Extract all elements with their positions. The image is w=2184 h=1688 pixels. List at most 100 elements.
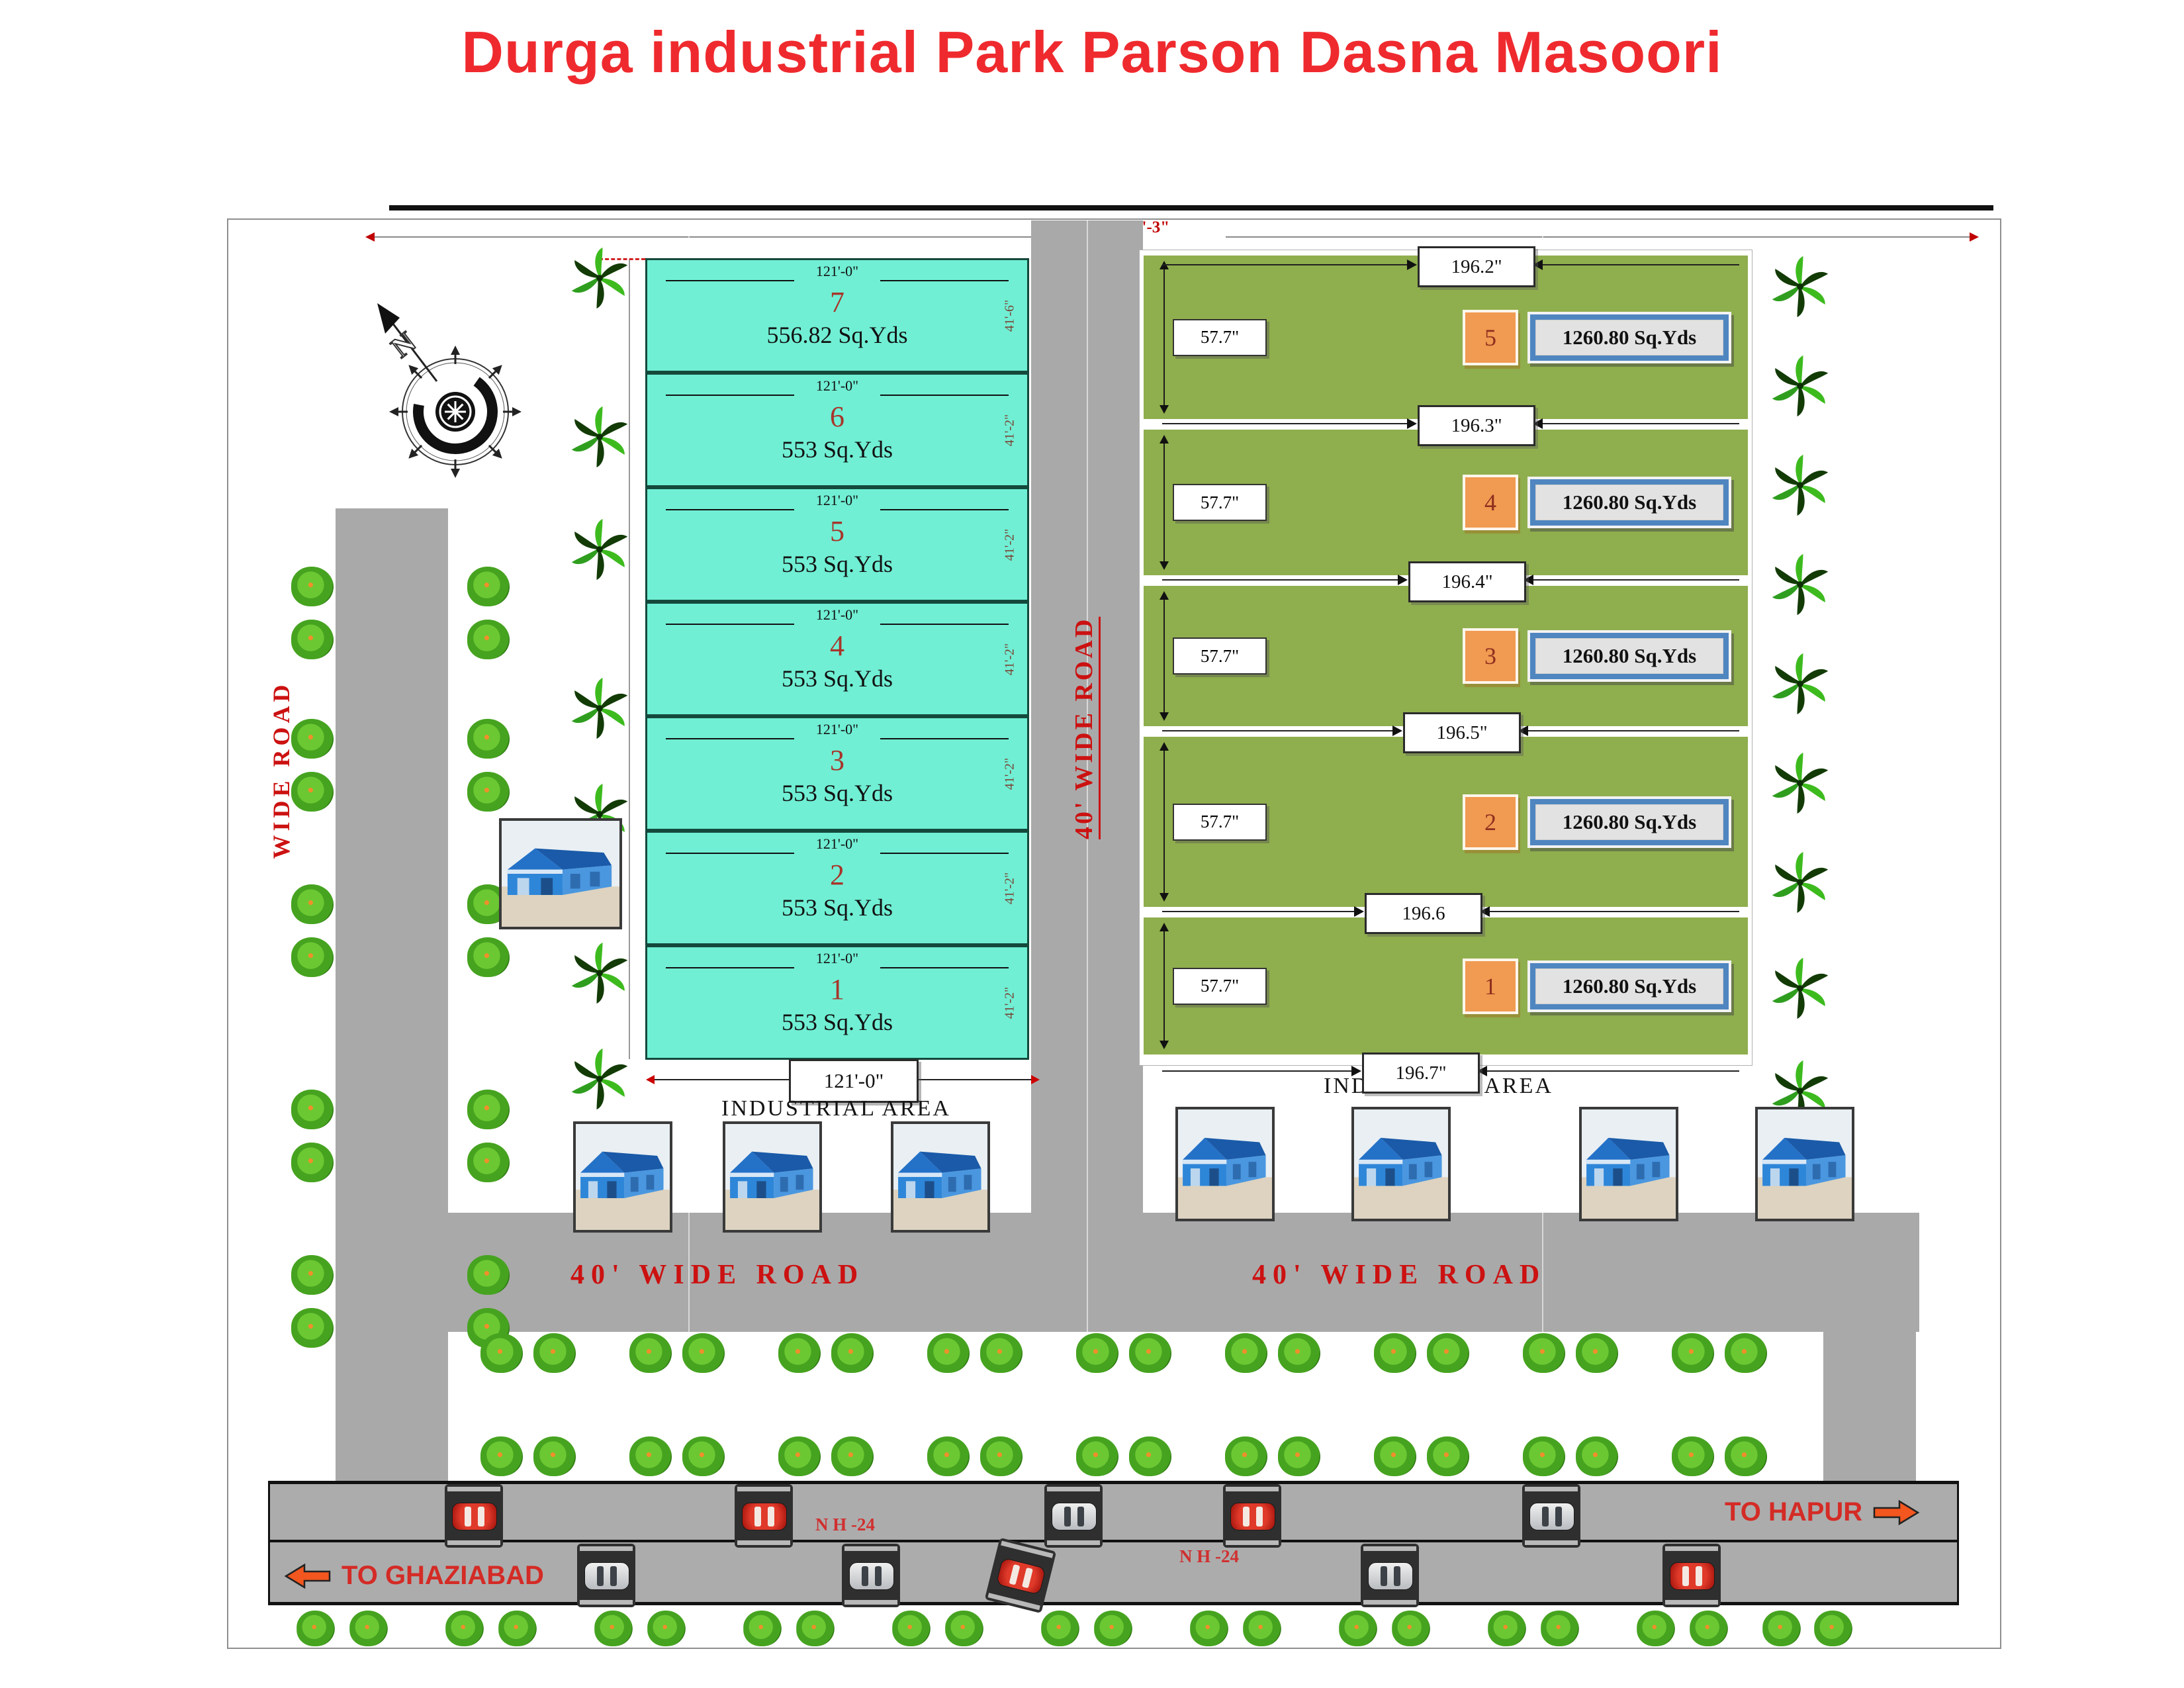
dim-arrow-up (1160, 591, 1169, 600)
plot-side-dim-line (1163, 439, 1165, 566)
green-dimension-box: 196.5" (1403, 712, 1521, 753)
silver-car-icon (849, 1562, 894, 1590)
bush-tree-icon (647, 1611, 686, 1646)
green-dim-line (1542, 264, 1739, 265)
bush-tree-icon (1541, 1611, 1579, 1646)
plot-area: 553 Sq.Yds (781, 894, 893, 921)
bush-tree-icon (291, 937, 334, 977)
horizontal-road-label-right: 40' WIDE ROAD (1252, 1260, 1547, 1290)
nh24-label-top: N H -24 (815, 1515, 875, 1534)
to-ghaziabad-label: TO GHAZIABAD (341, 1561, 544, 1590)
bush-tree-icon (533, 1333, 576, 1373)
road-stripe (1047, 1540, 1100, 1545)
road-stripe (1363, 1600, 1416, 1605)
red-car-icon (1670, 1562, 1715, 1590)
to-ghaziabad-sign: TO GHAZIABAD (283, 1561, 544, 1591)
plot-area: 1260.80 Sq.Yds (1535, 804, 1723, 840)
car-window (1064, 1507, 1071, 1526)
green-dimension-box: 196.7" (1362, 1053, 1480, 1094)
bush-tree-icon (1725, 1333, 1767, 1373)
palm-tree-icon (571, 247, 628, 309)
bush-tree-icon (467, 937, 510, 977)
bush-tree-icon (1427, 1333, 1469, 1373)
bush-tree-icon (629, 1333, 672, 1373)
palm-tree-icon (571, 518, 628, 581)
red-car-icon (742, 1503, 787, 1530)
bush-tree-icon (467, 1143, 510, 1182)
cyan-bottom-dimension-box: 121'-0" (789, 1059, 919, 1103)
silver-car-icon (1529, 1503, 1574, 1530)
bush-tree-icon (1762, 1611, 1801, 1646)
top-dimension-line-right (1226, 236, 1970, 238)
right-arrow-icon (1873, 1499, 1920, 1525)
palm-tree-icon (571, 942, 628, 1004)
plot-width-dimension: 121'-0" (815, 377, 859, 394)
plot-side-dimension: 57.7" (1173, 637, 1267, 675)
plot-area-box: 1260.80 Sq.Yds (1527, 630, 1731, 682)
to-hapur-sign: TO HAPUR (1725, 1497, 1921, 1527)
dim-line (666, 624, 794, 625)
car-window (465, 1507, 471, 1526)
plot-width-dimension: 121'-0" (815, 606, 859, 623)
bush-tree-icon (467, 1090, 510, 1129)
bush-tree-icon (831, 1333, 874, 1373)
bush-tree-icon (682, 1436, 725, 1476)
nh24-highway (268, 1481, 1959, 1605)
plot-number: 5 (1463, 309, 1518, 365)
plot-width-dimension: 121'-0" (815, 492, 859, 508)
warehouse-photo (499, 818, 622, 929)
road-stripe (447, 1487, 500, 1491)
green-dim-line (1162, 264, 1408, 265)
plot-number: 1 (1463, 958, 1518, 1014)
bush-tree-icon (291, 1255, 334, 1295)
bush-tree-icon (1190, 1611, 1228, 1646)
bush-tree-icon (1225, 1333, 1267, 1373)
road-stripe (844, 1546, 897, 1551)
car-window (1696, 1566, 1702, 1586)
bush-tree-icon (1690, 1611, 1728, 1646)
car-window (1077, 1507, 1084, 1526)
bush-tree-icon (1374, 1436, 1416, 1476)
car-on-road (1522, 1484, 1580, 1548)
bush-tree-icon (1076, 1436, 1118, 1476)
dim-line (666, 853, 794, 854)
road-stripe (580, 1600, 633, 1605)
plot-number: 5 (830, 515, 844, 547)
bush-tree-icon (467, 620, 510, 659)
bush-tree-icon (1523, 1333, 1565, 1373)
plot-side-dim-line (1163, 265, 1165, 410)
nh24-label-bottom: N H -24 (1179, 1546, 1239, 1566)
dim-arrow (1031, 1075, 1040, 1084)
dim-arrow-right (1392, 726, 1402, 736)
car-window (754, 1507, 761, 1526)
bush-tree-icon (349, 1611, 388, 1646)
green-dim-line (1542, 423, 1739, 424)
plot-side-dimension: 41'-2" (1002, 872, 1017, 904)
plot-area: 553 Sq.Yds (781, 551, 893, 577)
plot-area: 1260.80 Sq.Yds (1535, 319, 1723, 355)
left-road-label: WIDE ROAD (268, 680, 295, 859)
bush-tree-icon (467, 1255, 510, 1295)
compass-rose: N (377, 303, 522, 478)
grid-line (1087, 220, 1088, 1646)
bush-tree-icon (1576, 1333, 1618, 1373)
plot-width-dimension: 121'-0" (815, 721, 859, 737)
plot-area-box: 1260.80 Sq.Yds (1527, 960, 1731, 1012)
red-extension-line (599, 258, 645, 260)
bush-tree-icon (743, 1611, 782, 1646)
green-dim-line (1489, 911, 1739, 912)
dim-arrow-down (1160, 893, 1169, 902)
plot-number: 1 (830, 973, 844, 1006)
bush-tree-icon (980, 1333, 1023, 1373)
compass-north-label: N (385, 326, 422, 364)
bush-tree-icon (1672, 1436, 1714, 1476)
palm-tree-icon (1772, 454, 1829, 516)
